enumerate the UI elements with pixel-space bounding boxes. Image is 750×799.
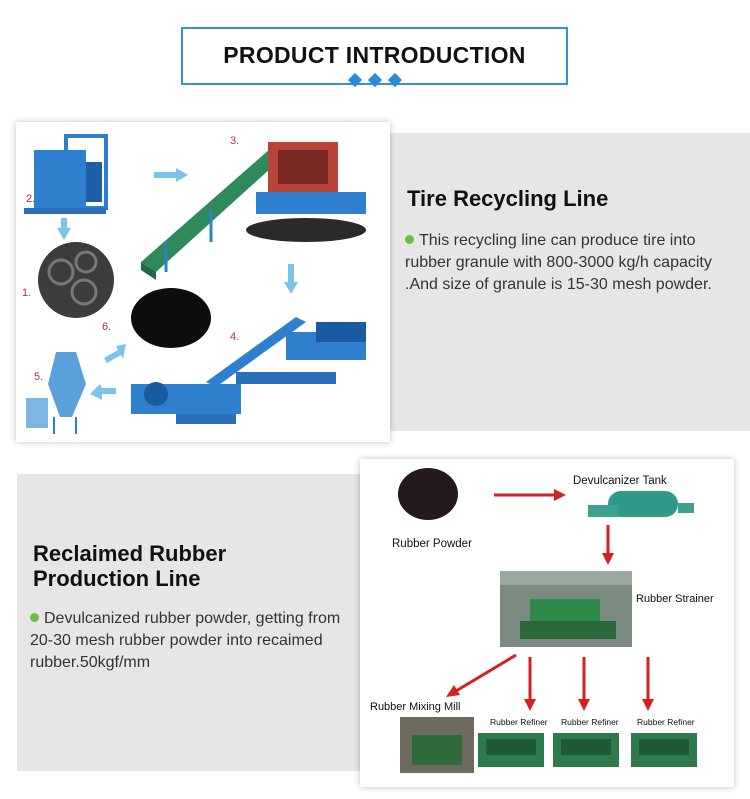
section2-description: Devulcanized rubber powder, getting from…: [30, 608, 360, 674]
bullet-icon: [405, 235, 414, 244]
label-rubber-refiner-1: Rubber Refiner: [490, 717, 548, 727]
section2-heading-line1: Reclaimed Rubber: [33, 541, 227, 566]
label-rubber-refiner-3: Rubber Refiner: [637, 717, 695, 727]
rubber-mixing-mill-image: [400, 717, 474, 773]
step-number-1: 1.: [22, 287, 31, 299]
reclaimed-rubber-diagram: Rubber Powder Devulcanizer Tank Rubber S…: [360, 459, 734, 787]
rubber-powder-image: [398, 468, 458, 520]
step-number-5: 5.: [34, 371, 43, 383]
label-rubber-powder: Rubber Powder: [392, 538, 472, 550]
label-devulcanizer-tank: Devulcanizer Tank: [573, 475, 667, 487]
bullet-icon: [30, 613, 39, 622]
powder-silo: [26, 352, 86, 434]
step-number-4: 4.: [230, 331, 239, 343]
rubber-refiner-images: [478, 733, 697, 767]
step-number-3: 3.: [230, 135, 239, 147]
diamond-icon: [367, 72, 383, 88]
step-number-2: 2.: [26, 193, 35, 205]
powder-image: [131, 288, 211, 348]
devulcanizer-tank-image: [588, 491, 694, 517]
label-rubber-mixing-mill: Rubber Mixing Mill: [370, 701, 460, 713]
tire-recycling-diagram: 3. 2. 1. 6. 4. 5.: [16, 122, 390, 442]
section1-description: This recycling line can produce tire int…: [405, 230, 745, 296]
grinding-machine-line: [131, 317, 366, 424]
label-rubber-refiner-2: Rubber Refiner: [561, 717, 619, 727]
diamond-icon: [347, 72, 363, 88]
title-decoration: [346, 72, 406, 89]
section2-background: [17, 474, 367, 771]
step-number-6: 6.: [102, 321, 111, 333]
label-rubber-strainer: Rubber Strainer: [636, 593, 714, 605]
section2-heading-line2: Production Line: [33, 566, 201, 591]
section2-description-text: Devulcanized rubber powder, getting from…: [30, 610, 341, 671]
shredder-conveyor: [141, 142, 366, 280]
section1-description-text: This recycling line can produce tire int…: [405, 232, 712, 293]
page-title: PRODUCT INTRODUCTION: [223, 42, 526, 68]
tires-image: [38, 242, 114, 318]
section1-heading: Tire Recycling Line: [407, 186, 609, 211]
title-box: PRODUCT INTRODUCTION: [181, 27, 568, 88]
diamond-icon: [387, 72, 403, 88]
section2-heading: Reclaimed Rubber Production Line: [33, 541, 226, 591]
flow-arrows: [57, 168, 298, 400]
tire-recycling-illustration: 3. 2. 1. 6. 4. 5.: [22, 134, 366, 434]
tire-cutter-machine: [24, 134, 108, 214]
process-arrows: [446, 489, 654, 711]
reclaimed-rubber-illustration: Rubber Powder Devulcanizer Tank Rubber S…: [370, 468, 714, 773]
section1-background: [385, 133, 750, 431]
rubber-strainer-image: [500, 571, 632, 647]
